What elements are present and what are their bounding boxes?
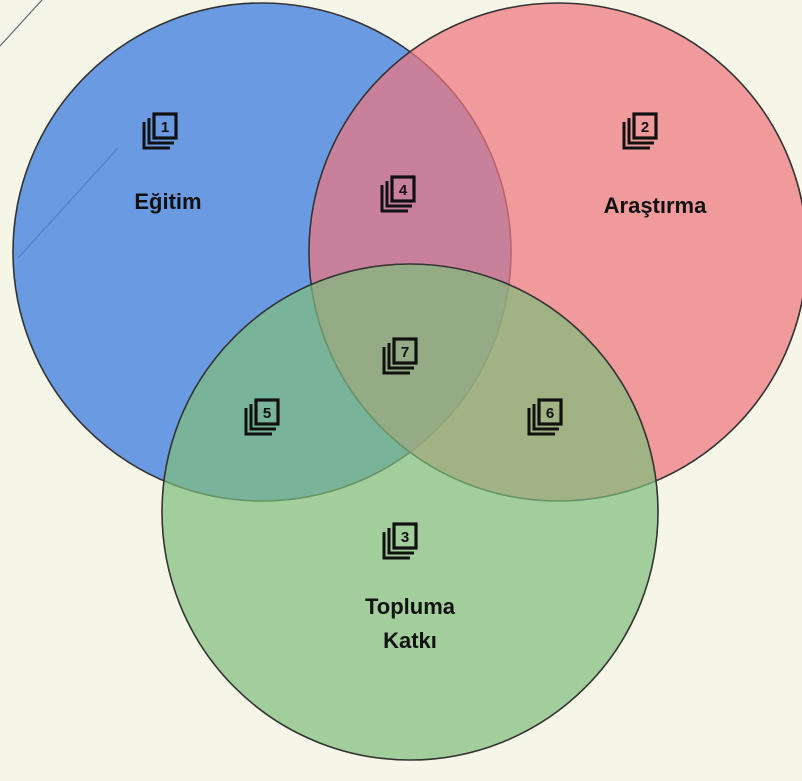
label-arastirma: Araştırma [603, 193, 707, 218]
badge-number: 1 [161, 119, 169, 136]
badge-4-icon: 4 [378, 175, 418, 215]
badge-3-icon: 3 [380, 522, 420, 562]
badge-5-icon: 5 [242, 398, 282, 438]
circle-topluma-katki [161, 263, 659, 761]
badge-number: 7 [401, 344, 409, 361]
badge-number: 5 [263, 405, 271, 422]
badge-number: 4 [399, 182, 408, 199]
badge-number: 3 [401, 529, 409, 546]
label-topluma-katki: Topluma Katkı [364, 594, 456, 653]
badge-number: 2 [641, 119, 649, 136]
corner-line-top [0, 0, 43, 47]
badge-2-icon: 2 [620, 112, 660, 152]
label-egitim: Eğitim [134, 189, 202, 214]
badge-6-icon: 6 [525, 398, 565, 438]
badge-number: 6 [546, 405, 554, 422]
badge-1-icon: 1 [140, 112, 180, 152]
badge-7-icon: 7 [380, 337, 420, 377]
